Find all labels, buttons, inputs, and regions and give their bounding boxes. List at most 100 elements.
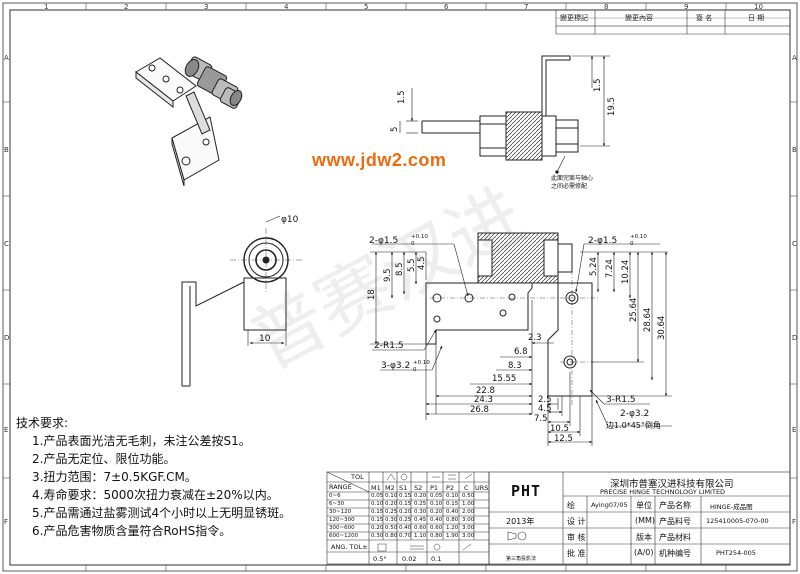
frame-col-3: 3 — [204, 3, 208, 11]
field-label-model: 机种编号 — [659, 549, 691, 558]
version-value: (A/0) — [634, 548, 654, 557]
tol-value-cell: 0.20 — [371, 525, 384, 531]
top-side-view — [399, 55, 610, 174]
phi10-label: φ10 — [281, 215, 299, 225]
company-logo: PHT — [511, 482, 542, 500]
frame-col-2: 2 — [124, 3, 128, 11]
note-item: 3.扭力范围：7±0.5KGF.CM。 — [32, 470, 197, 484]
tol-value-cell: 0.80 — [446, 517, 459, 523]
tol-value-cell: 0.20 — [399, 509, 412, 515]
tol-range-cell: 120~300 — [329, 517, 355, 523]
field-label-name: 产品名称 — [659, 501, 691, 510]
dim-v-18: 18 — [367, 289, 377, 300]
revision-content-header: 變更內容 — [625, 14, 653, 22]
notes-title: 技术要求: — [16, 416, 69, 430]
note-item: 6.产品危害物质含量符合RoHS指令。 — [32, 524, 232, 538]
tol-value-cell: 1.20 — [446, 525, 459, 531]
tolerance-table — [326, 471, 490, 565]
annotation-texts: 1.5 5 1.5 19.5 此面完案与轴心 之间必需修配 φ10 2-φ1.5… — [259, 78, 667, 444]
frame-row-f-right: F — [792, 518, 796, 526]
dim-v-4-5: 4.5 — [417, 256, 427, 270]
tol-header-m1: M1 — [371, 484, 381, 492]
frame-row-a-right: A — [792, 54, 797, 62]
tol-value-cell: 0.40 — [399, 525, 412, 531]
tol-range-cell: 0~6 — [329, 493, 341, 499]
frame-col-5: 5 — [364, 3, 368, 11]
frame-row-e: E — [4, 426, 8, 434]
tol-value-cell: 0.80 — [430, 533, 443, 539]
tol-header-p1: P1 — [430, 484, 439, 492]
tol-header-s2: S2 — [414, 484, 423, 492]
tol-value-cell: 0.10 — [385, 493, 398, 499]
note-item: 2.产品无定位、限位功能。 — [32, 452, 176, 466]
tol-extra-2: 0.1 — [431, 555, 442, 563]
front-view — [181, 215, 302, 387]
dim-v-8-5: 8.5 — [395, 262, 405, 276]
phi32-right-label: 2-φ3.2 — [620, 409, 649, 419]
title-block — [488, 471, 791, 565]
frame-row-b: B — [4, 146, 9, 154]
tol-value-cell: 0.15 — [371, 517, 384, 523]
hole-left-label: 2-φ1.5 — [369, 236, 398, 246]
revision-table — [555, 9, 791, 35]
dim-h-8-3: 8.3 — [508, 361, 522, 371]
tol-value-cell: 0.70 — [399, 533, 412, 539]
dim-h-24-3: 24.3 — [474, 395, 493, 405]
frame-row-d: D — [4, 334, 9, 342]
revision-date-header: 日 期 — [748, 14, 765, 22]
site-watermark: www.jdw2.com — [312, 150, 447, 170]
dim-top-right-1-5: 1.5 — [593, 78, 603, 92]
revision-sign-header: 簽 名 — [696, 14, 713, 22]
hole-left-tolerance-low: 0 — [411, 241, 415, 247]
frame-row-c-right: C — [792, 240, 797, 248]
frame-row-f: F — [4, 518, 8, 526]
tol-value-cell: 0.30 — [414, 509, 427, 515]
frame-row-a: A — [4, 54, 9, 62]
draw-value: Aying07/05 — [591, 501, 628, 509]
field-value-model: PHT254-005 — [716, 549, 756, 557]
angle-tol-value: 0.5° — [373, 555, 387, 563]
dim-v-10-24: 10.24 — [621, 260, 631, 284]
tol-value-cell: 0.60 — [414, 525, 427, 531]
dim-h-22-8: 22.8 — [476, 386, 495, 396]
dim-v-25-64: 25.64 — [629, 298, 639, 322]
note-item: 5.产品需通过盐雾测试4个小时以上无明显锈斑。 — [32, 506, 292, 520]
frame-col-4: 4 — [284, 3, 289, 11]
frame-col-10: 10 — [754, 3, 763, 11]
tol-value-cell: 0.20 — [430, 509, 443, 515]
frame-col-1: 1 — [44, 3, 48, 11]
frame-col-8: 8 — [604, 3, 608, 11]
drawing-year: 2013年 — [506, 517, 535, 526]
technical-requirements: 技术要求: 1.产品表面光洁无毛刺，未注公差按S1。 2.产品无定位、限位功能。… — [16, 414, 326, 540]
dim-h-26-8: 26.8 — [470, 405, 489, 415]
unit-value: (MM) — [635, 516, 656, 525]
tol-range-cell: 6~30 — [329, 501, 345, 507]
dim-top-left-5: 5 — [390, 127, 400, 132]
tol-corner-top: TOL — [351, 473, 364, 481]
phi32-left-tolerance-low: 0 — [413, 367, 417, 373]
tol-header-urs: URS — [475, 484, 489, 492]
top-note-line-2: 之间必需修配 — [551, 182, 587, 190]
dim-h-15-55: 15.55 — [492, 374, 516, 384]
field-value-part: 125410005-070-00 — [706, 517, 769, 525]
tol-value-cell: 0.10 — [430, 501, 443, 507]
hole-right-tolerance-low: 0 — [630, 241, 634, 247]
r15-right-label: 3-R1.5 — [606, 395, 636, 405]
hole-right-tolerance: +0.10 — [630, 234, 647, 240]
angle-tol-label: ANG. TOL± — [331, 543, 368, 551]
tol-value-cell: 0.30 — [371, 533, 384, 539]
tol-value-cell: 0.10 — [446, 493, 459, 499]
label-design: 设 计 — [567, 517, 586, 526]
tol-value-cell: 0.50 — [462, 493, 475, 499]
dim-r-12-5: 12.5 — [554, 434, 573, 444]
dimension-lines — [370, 243, 672, 446]
tol-value-cell: 0.05 — [371, 493, 384, 499]
dim-top-left-1-5: 1.5 — [397, 90, 407, 104]
frame-col-7: 7 — [524, 3, 528, 11]
frame-row-c: C — [4, 240, 9, 248]
frame-col-6: 6 — [444, 3, 449, 11]
note-item: 4.寿命要求：5000次扭力衰减在±20%以内。 — [32, 488, 279, 502]
frame-row-b-right: B — [792, 146, 797, 154]
